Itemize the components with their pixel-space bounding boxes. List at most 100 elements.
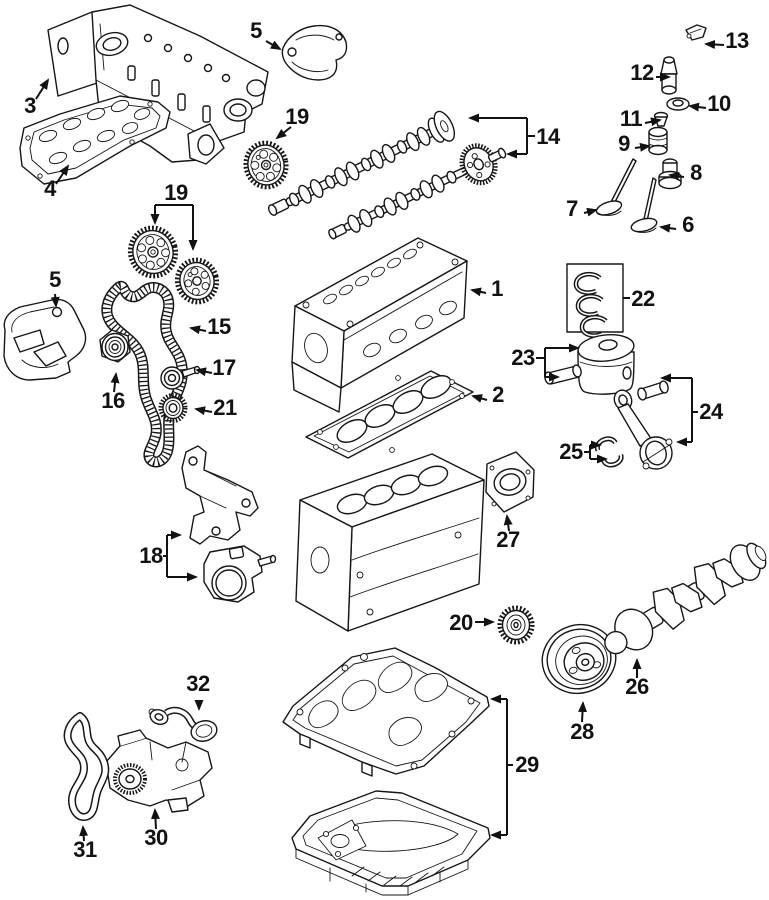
callout-17-label: 17 [212, 355, 236, 380]
idler-roller-drawing [160, 365, 201, 390]
callout-21: 21 [194, 395, 237, 420]
callout-2-label: 2 [492, 382, 504, 407]
callout-8: 8 [668, 160, 703, 185]
callout-26: 26 [625, 658, 649, 699]
callout-7: 7 [566, 196, 598, 221]
callout-18: 18 [139, 530, 198, 582]
oil-pump-belt-drawing [63, 712, 110, 821]
head-gasket-drawing [305, 370, 474, 459]
piston-drawing [577, 334, 635, 395]
callout-14: 14 [468, 113, 561, 159]
callout-24-label: 24 [699, 399, 724, 424]
rear-seal-drawing [485, 451, 535, 513]
callout-18-label: 18 [139, 543, 163, 568]
camshaft-intake-drawing [267, 110, 456, 216]
small-gear-drawing [158, 393, 188, 423]
callout-6: 6 [659, 212, 695, 237]
callout-19-disc: 19 [275, 104, 309, 140]
callout-10: 10 [688, 91, 731, 116]
timing-belt-drawing [101, 280, 188, 468]
callout-16: 16 [101, 372, 125, 413]
crankshaft-drawing [604, 542, 767, 655]
callout-11-label: 11 [620, 106, 643, 131]
callout-13: 13 [704, 28, 749, 53]
callout-5-left-label: 5 [49, 267, 61, 292]
upper-oil-pan-drawing [282, 647, 490, 777]
callout-29-label: 29 [515, 752, 539, 777]
callout-4-label: 4 [44, 176, 57, 201]
timing-gear-b-drawing [174, 257, 220, 305]
upper-timing-cover-drawing [281, 24, 348, 81]
callout-19-gears-label: 19 [164, 180, 188, 205]
valve-cover-gasket-drawing [19, 95, 171, 185]
callout-15: 15 [189, 314, 231, 339]
callout-6-label: 6 [682, 212, 694, 237]
callout-31-label: 31 [73, 837, 97, 862]
callout-5-left: 5 [49, 267, 62, 308]
callout-31: 31 [73, 825, 97, 862]
callout-28: 28 [570, 701, 594, 744]
crank-gear-drawing [497, 605, 535, 645]
callout-30-label: 30 [144, 825, 168, 850]
callout-3: 3 [24, 78, 50, 118]
spring-seat-drawing [666, 97, 690, 111]
callout-30: 30 [144, 808, 168, 850]
callout-27-label: 27 [496, 527, 520, 552]
callout-19-gears: 19 [150, 180, 198, 251]
callout-1: 1 [470, 276, 504, 301]
rocker-arm-drawing [685, 24, 707, 41]
exhaust-valve-drawing [630, 177, 658, 233]
valve-spring-drawing [648, 126, 668, 156]
piston-ring-set-drawing [566, 263, 624, 338]
oil-pickup-tube-drawing [148, 706, 218, 742]
callout-26-label: 26 [625, 674, 649, 699]
callout-8-label: 8 [690, 160, 702, 185]
callout-11: 11 [620, 106, 662, 131]
tensioner-drawing [99, 329, 131, 363]
callout-9-label: 9 [618, 131, 630, 156]
callout-13-label: 13 [725, 28, 749, 53]
callout-21-label: 21 [213, 395, 237, 420]
callout-16-label: 16 [101, 388, 125, 413]
camshaft-exhaust-drawing [328, 143, 507, 240]
engine-block-drawing: " [295, 453, 485, 632]
callout-22: 22 [623, 286, 655, 311]
callout-24: 24 [660, 373, 724, 447]
cam-gear-disc-drawing [243, 140, 289, 190]
connecting-rod-drawing [613, 389, 673, 470]
callout-25-label: 25 [559, 439, 583, 464]
callout-4: 4 [44, 164, 70, 201]
valve-lifter-drawing [660, 56, 678, 95]
crank-pulley-drawing [541, 624, 617, 694]
callout-14-label: 14 [536, 124, 561, 149]
callout-3-label: 3 [24, 93, 36, 118]
callout-20: 20 [449, 610, 495, 635]
callout-15-label: 15 [207, 314, 231, 339]
callout-29: 29 [490, 694, 539, 840]
callout-23-label: 23 [511, 345, 535, 370]
cylinder-head-drawing [291, 237, 468, 413]
callout-10-label: 10 [707, 91, 731, 116]
callout-12: 12 [630, 60, 671, 85]
callout-19-disc-label: 19 [285, 104, 309, 129]
timing-gear-a-drawing [127, 225, 179, 279]
left-timing-cover-drawing [3, 298, 87, 381]
pin-bushing-drawing [637, 380, 669, 401]
oil-pump-drawing [105, 729, 213, 813]
callout-7-label: 7 [566, 196, 578, 221]
valve-seal-drawing [658, 158, 682, 190]
callout-9: 9 [618, 131, 651, 156]
callout-12-label: 12 [630, 60, 654, 85]
callout-2: 2 [471, 382, 505, 407]
callout-25: 25 [559, 439, 608, 464]
callout-5-top-label: 5 [250, 18, 262, 43]
callout-1-label: 1 [491, 276, 503, 301]
mount-bracket-drawing [181, 445, 277, 603]
callout-23: 23 [511, 343, 580, 382]
callout-28-label: 28 [570, 719, 594, 744]
callout-20-label: 20 [449, 610, 473, 635]
callout-32: 32 [186, 671, 210, 711]
callout-32-label: 32 [186, 671, 210, 696]
